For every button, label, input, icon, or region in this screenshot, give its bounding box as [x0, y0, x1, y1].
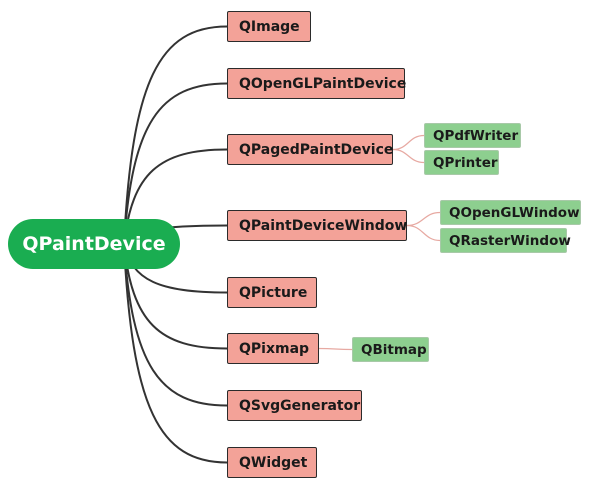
root-node[interactable]: QPaintDevice	[8, 219, 180, 269]
node-qprinter[interactable]: QPrinter	[424, 150, 499, 175]
node-qbitmap[interactable]: QBitmap	[352, 337, 429, 362]
connector-root-to-child-0	[123, 25, 228, 245]
node-qopenglpaintdevice[interactable]: QOpenGLPaintDevice	[227, 68, 406, 99]
node-qimage[interactable]: QImage	[227, 11, 311, 42]
connector-g30	[406, 211, 441, 227]
connector-root-to-child-7	[123, 243, 228, 464]
node-qpicture[interactable]: QPicture	[227, 277, 317, 308]
node-qsvggenerator[interactable]: QSvgGenerator	[227, 390, 362, 421]
node-qpaintdevicewindow[interactable]: QPaintDeviceWindow	[227, 210, 407, 241]
connector-g50	[318, 347, 353, 351]
node-qwidget[interactable]: QWidget	[227, 447, 317, 478]
connector-g31	[406, 224, 441, 242]
node-qpdfwriter[interactable]: QPdfWriter	[424, 123, 521, 148]
connector-g21	[392, 148, 425, 164]
connector-root-to-child-1	[123, 82, 228, 245]
node-qopenglwindow[interactable]: QOpenGLWindow	[440, 200, 581, 225]
node-qpagedpaintdevice[interactable]: QPagedPaintDevice	[227, 134, 393, 165]
node-qpixmap[interactable]: QPixmap	[227, 333, 319, 364]
connector-root-to-child-6	[123, 243, 228, 407]
node-qrasterwindow[interactable]: QRasterWindow	[440, 228, 571, 253]
connector-root-to-child-5	[123, 243, 228, 350]
connector-g20	[392, 134, 425, 151]
